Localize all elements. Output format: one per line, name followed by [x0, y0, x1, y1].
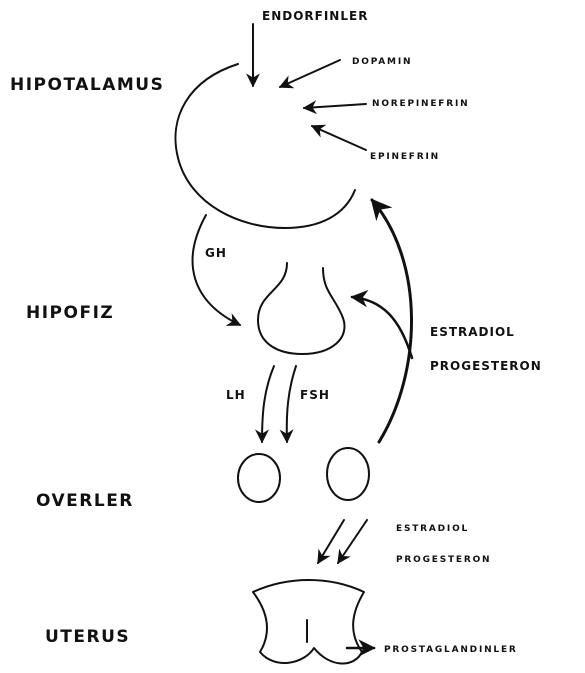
label-norepinephrine: NOREPINEFRIN	[372, 99, 469, 109]
label-prostaglandins: PROSTAGLANDINLER	[384, 645, 518, 655]
feedback-hypothalamus-arrow	[372, 200, 412, 442]
gh-arrow	[193, 215, 240, 325]
label-ovaries: OVERLER	[36, 491, 134, 511]
label-hypothalamus: HIPOTALAMUS	[10, 75, 164, 95]
label-fsh: FSH	[300, 388, 330, 402]
epinephrine-arrow	[312, 126, 366, 150]
dopamine-arrow	[280, 60, 340, 87]
lh-arrow	[262, 366, 274, 442]
label-feedback-progesterone: PROGESTERON	[430, 359, 542, 373]
uterus-shape	[253, 580, 364, 664]
fsh-arrow	[287, 366, 296, 442]
label-lh: LH	[226, 388, 246, 402]
left-ovary-shape	[238, 454, 280, 502]
label-feedback-estradiol: ESTRADIOL	[430, 325, 515, 339]
label-uterus-estradiol: ESTRADIOL	[396, 524, 469, 534]
right-ovary-shape	[327, 448, 369, 500]
label-uterus: UTERUS	[45, 627, 130, 647]
label-endorphins: ENDORFINLER	[262, 9, 368, 23]
label-uterus-progesterone: PROGESTERON	[396, 555, 491, 565]
norepinephrine-arrow	[304, 104, 366, 108]
pituitary-shape	[258, 263, 345, 354]
ovary-uterus-arrow-1	[318, 520, 344, 563]
feedback-pituitary-arrow	[352, 297, 412, 358]
ovary-uterus-arrow-2	[338, 520, 367, 563]
hypothalamus-shape	[176, 64, 356, 228]
label-dopamine: DOPAMIN	[352, 57, 412, 67]
label-pituitary: HIPOFIZ	[26, 303, 114, 323]
label-epinephrine: EPINEFRIN	[370, 152, 440, 162]
label-gh: GH	[205, 246, 227, 260]
